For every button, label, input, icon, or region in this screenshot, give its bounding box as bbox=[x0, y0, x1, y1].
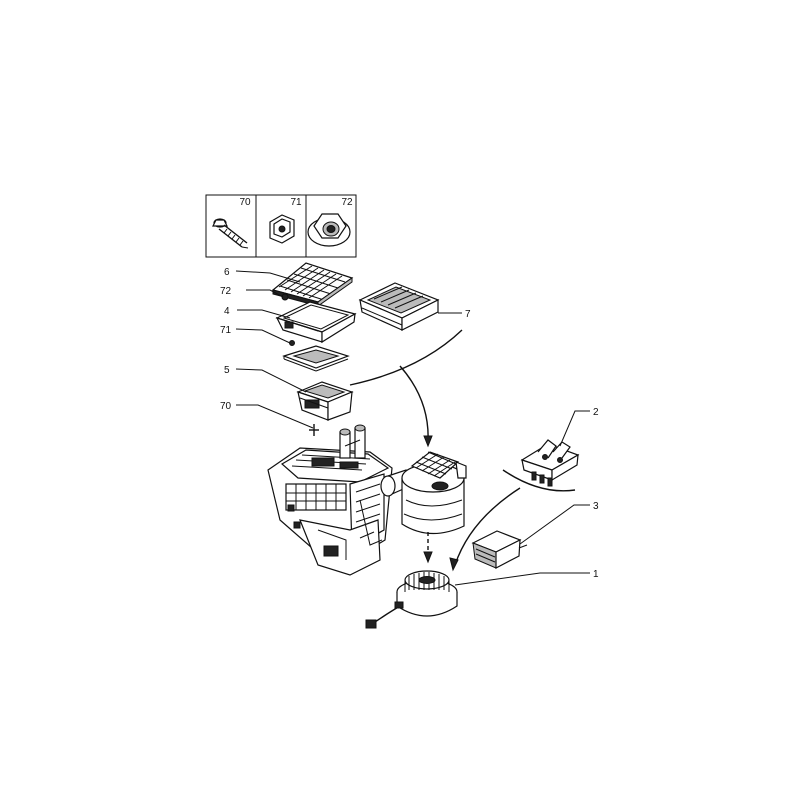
screw-icon bbox=[212, 218, 249, 249]
callout-72: 72 bbox=[220, 286, 232, 297]
fastener-inset-table: 70 71 72 bbox=[205, 194, 357, 258]
callout-71: 71 bbox=[220, 325, 232, 336]
air-filter-part-7 bbox=[358, 282, 440, 331]
inset-label-71: 71 bbox=[290, 197, 302, 208]
callout-5: 5 bbox=[224, 365, 230, 376]
blower-housing bbox=[401, 451, 467, 535]
resistor-block-part-3 bbox=[471, 530, 528, 569]
gasket-part-71 bbox=[282, 345, 350, 372]
callout-2: 2 bbox=[593, 407, 599, 418]
fastener-71-icon bbox=[289, 340, 295, 346]
fastener-70-icon bbox=[309, 424, 319, 436]
filter-housing-part-4 bbox=[275, 301, 357, 344]
assembly-arrows bbox=[349, 329, 576, 572]
inset-border bbox=[205, 194, 357, 258]
callout-4: 4 bbox=[224, 306, 230, 317]
callout-70: 70 bbox=[220, 401, 232, 412]
control-module-part-2 bbox=[520, 439, 580, 487]
blower-motor-part-1 bbox=[365, 570, 458, 629]
cage-nut-icon bbox=[269, 214, 295, 244]
callout-7: 7 bbox=[465, 309, 471, 320]
callout-1: 1 bbox=[593, 569, 599, 580]
inset-label-70: 70 bbox=[239, 197, 251, 208]
housing-vent-grid bbox=[285, 483, 347, 511]
flange-nut-icon bbox=[307, 213, 351, 247]
pollen-filter-part-6 bbox=[271, 262, 354, 307]
leader-lines bbox=[235, 270, 590, 586]
duct-housing-part-5 bbox=[296, 381, 354, 421]
hvac-housing bbox=[267, 424, 411, 576]
heater-pipes bbox=[339, 424, 366, 459]
callout-labels: 6 72 4 71 5 70 7 2 3 1 bbox=[220, 267, 599, 580]
callout-3: 3 bbox=[593, 501, 599, 512]
inset-label-72: 72 bbox=[341, 197, 353, 208]
callout-6: 6 bbox=[224, 267, 230, 278]
